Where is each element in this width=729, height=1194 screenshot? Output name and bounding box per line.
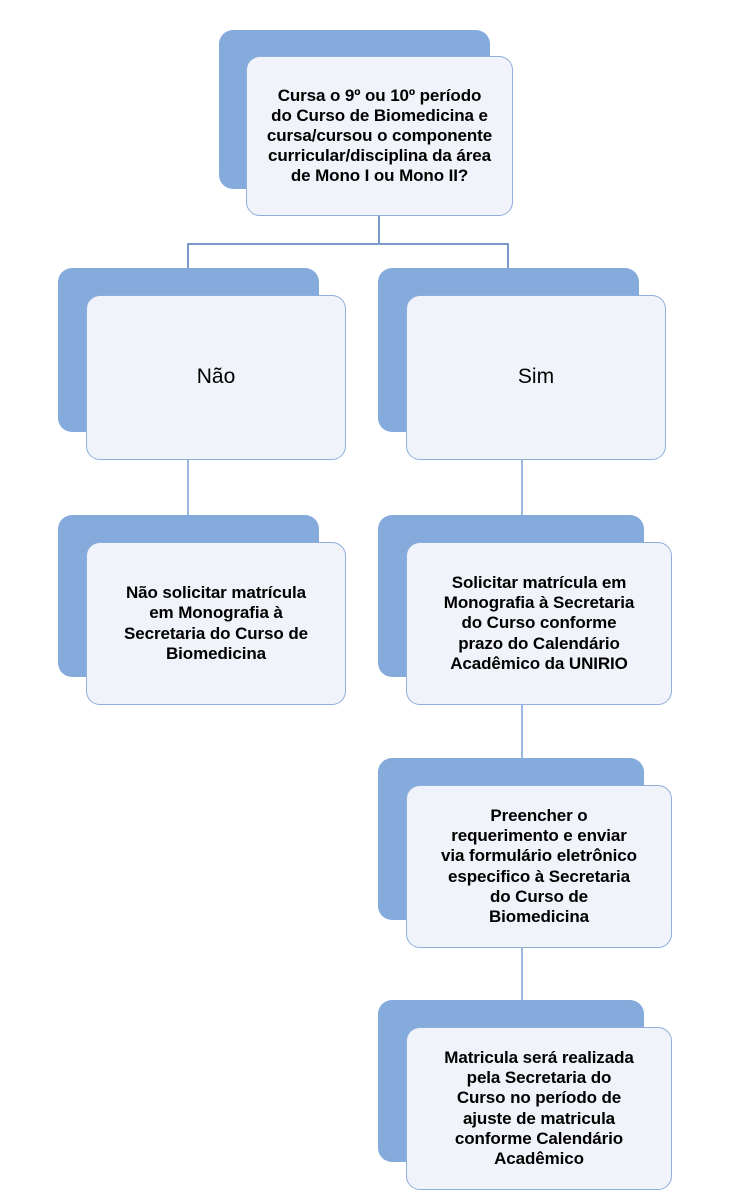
- node-branch-sim[interactable]: Sim: [378, 268, 666, 460]
- node-step-request-label: Solicitar matrícula em Monografia à Secr…: [443, 573, 635, 673]
- connector-split-bar: [187, 243, 509, 245]
- connector-to-sim: [507, 243, 509, 271]
- connector-to-nao: [187, 243, 189, 271]
- node-step-form-face[interactable]: Preencher o requerimento e enviar via fo…: [406, 785, 672, 948]
- node-step-request-face[interactable]: Solicitar matrícula em Monografia à Secr…: [406, 542, 672, 705]
- connector-question-stem: [378, 194, 380, 245]
- connector-sim-to-request: [521, 440, 523, 525]
- node-branch-nao[interactable]: Não: [58, 268, 346, 460]
- node-step-form[interactable]: Preencher o requerimento e enviar via fo…: [378, 758, 672, 948]
- node-branch-nao-label: Não: [196, 365, 236, 389]
- node-step-form-label: Preencher o requerimento e enviar via fo…: [441, 806, 637, 926]
- node-step-result-label: Matricula será realizada pela Secretaria…: [444, 1048, 634, 1168]
- node-question-label: Cursa o 9º ou 10º período do Curso de Bi…: [266, 85, 493, 186]
- node-branch-sim-face[interactable]: Sim: [406, 295, 666, 460]
- connector-request-to-form: [521, 686, 523, 768]
- connector-form-to-result: [521, 930, 523, 1008]
- connector-nao-to-outcome: [187, 440, 189, 525]
- node-outcome-nao[interactable]: Não solicitar matrícula em Monografia à …: [58, 515, 346, 705]
- node-outcome-nao-label: Não solicitar matrícula em Monografia à …: [124, 583, 308, 663]
- node-branch-nao-face[interactable]: Não: [86, 295, 346, 460]
- node-question[interactable]: Cursa o 9º ou 10º período do Curso de Bi…: [219, 30, 513, 216]
- node-step-result-face[interactable]: Matricula será realizada pela Secretaria…: [406, 1027, 672, 1190]
- node-branch-sim-label: Sim: [517, 365, 555, 389]
- node-step-request[interactable]: Solicitar matrícula em Monografia à Secr…: [378, 515, 672, 705]
- node-question-face[interactable]: Cursa o 9º ou 10º período do Curso de Bi…: [246, 56, 513, 216]
- node-outcome-nao-face[interactable]: Não solicitar matrícula em Monografia à …: [86, 542, 346, 705]
- node-step-result[interactable]: Matricula será realizada pela Secretaria…: [378, 1000, 672, 1190]
